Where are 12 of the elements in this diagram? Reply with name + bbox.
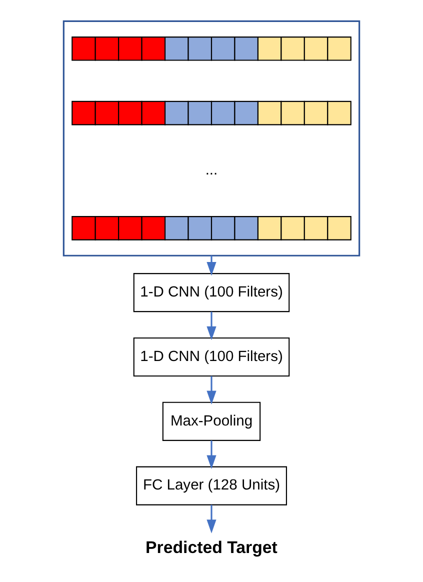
node-box: 1-D CNN (100 Filters) — [133, 273, 290, 312]
arrow — [206, 504, 216, 534]
arrow — [206, 312, 216, 340]
node-box: Max-Pooling — [162, 402, 261, 441]
cluster — [62, 20, 360, 256]
arrow — [206, 256, 216, 276]
node-box: FC Layer (128 Units) — [136, 466, 287, 506]
node-text: Predicted Target — [146, 538, 278, 558]
node-box: 1-D CNN (100 Filters) — [133, 337, 290, 377]
arrow — [206, 376, 216, 405]
arrow — [206, 440, 216, 469]
label: ... — [205, 162, 218, 179]
